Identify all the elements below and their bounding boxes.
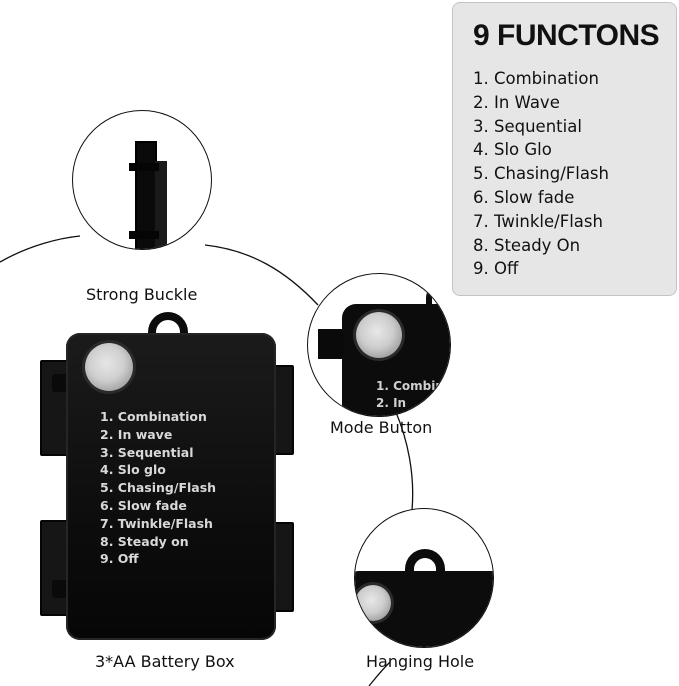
mode-button-zoom-circle: 1. Combin 2. In [307, 273, 451, 417]
box-function-item: 7. Twinkle/Flash [100, 515, 213, 531]
mode-crop-hang-loop [426, 282, 450, 310]
box-function-item: 2. In wave [100, 426, 173, 442]
mode-crop-print-1: 1. Combin [376, 379, 444, 393]
buckle-hinge-top [129, 163, 159, 171]
hanging-hole-label: Hanging Hole [366, 652, 475, 671]
functions-title: 9 FUNCTONS [473, 19, 660, 52]
box-function-item: 4. Slo glo [100, 462, 166, 478]
function-item: 4. Slo Glo [473, 140, 552, 160]
function-item: 7. Twinkle/Flash [473, 211, 603, 231]
connector-hanging-bottom [368, 661, 391, 686]
box-function-item: 1. Combination [100, 409, 207, 424]
battery-box-label: 3*AA Battery Box [95, 652, 235, 671]
connector-buckle-to-mode [204, 244, 319, 306]
buckle-zoom-circle [72, 110, 212, 250]
buckle-hinge-bottom [129, 231, 159, 239]
mode-crop-side-tab [318, 329, 344, 359]
connector-mode-to-hanging [394, 409, 414, 511]
box-function-item: 3. Sequential [100, 444, 194, 460]
function-item: 9. Off [473, 259, 519, 279]
box-function-item: 5. Chasing/Flash [100, 480, 217, 496]
hanging-crop-loop [405, 549, 445, 579]
connector-left-curve [0, 235, 81, 263]
function-item: 8. Steady On [473, 235, 581, 255]
function-item: 1. Combination [473, 69, 599, 88]
hanging-crop-button [355, 585, 391, 621]
function-item: 6. Slow fade [473, 187, 575, 207]
function-item: 3. Sequential [473, 116, 582, 136]
function-item: 5. Chasing/Flash [473, 164, 609, 184]
mode-button-label: Mode Button [330, 418, 433, 437]
functions-panel: 9 FUNCTONS 1. Combination 2. In Wave 3. … [452, 2, 677, 296]
mode-button-closeup [356, 312, 402, 358]
mode-button[interactable] [85, 343, 133, 391]
box-printed-functions: 1. Combination 2. In wave 3. Sequential … [100, 408, 216, 568]
function-item: 2. In Wave [473, 92, 560, 112]
box-function-item: 6. Slow fade [100, 497, 187, 513]
hanging-loop [148, 312, 188, 342]
buckle-edge [155, 161, 167, 249]
functions-list: 1. Combination 2. In Wave 3. Sequential … [473, 67, 609, 281]
box-function-item: 9. Off [100, 551, 139, 567]
box-tab-left-bottom [52, 580, 70, 598]
hanging-hole-zoom-circle [354, 508, 494, 648]
strong-buckle-label: Strong Buckle [86, 285, 198, 304]
box-function-item: 8. Steady on [100, 533, 189, 549]
box-tab-left-top [52, 374, 70, 392]
mode-crop-print-2: 2. In [376, 396, 407, 410]
